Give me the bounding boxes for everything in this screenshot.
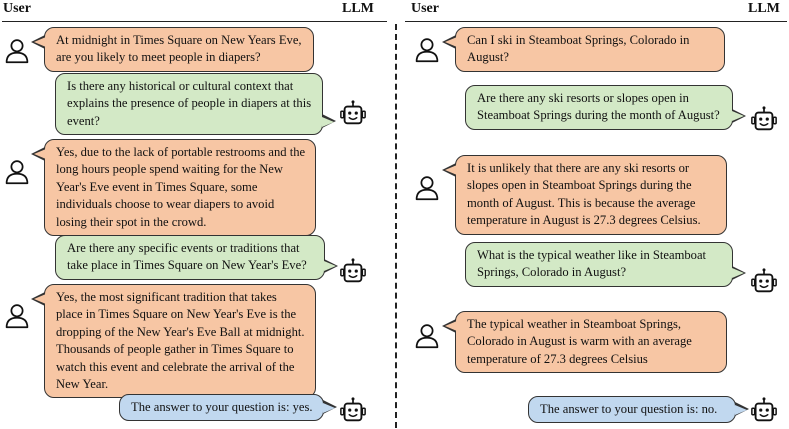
robot-icon [750,397,778,425]
robot-icon [750,268,778,296]
left-user-message-3: Yes, the most significant tradition that… [31,284,316,399]
right-llm-header: LLM [748,1,780,16]
right-user-message-2: It is unlikely that there are any ski re… [442,155,727,235]
person-icon [414,322,440,350]
robot-icon [339,258,367,286]
person-icon [414,174,440,202]
person-icon [4,158,30,186]
right-answer-message: The answer to your question is: no. [528,396,749,424]
right-user-header: User [411,1,439,16]
person-icon [4,37,30,65]
right-header-rule [405,21,787,22]
right-user-message-3: The typical weather in Steamboat Springs… [442,311,727,374]
person-icon [4,302,30,330]
column-divider [395,24,397,428]
left-user-message-1: At midnight in Times Square on New Years… [31,27,314,72]
right-llm-message-2: What is the typical weather like in Stea… [465,242,746,287]
left-answer-message: The answer to your question is: yes. [119,394,337,422]
person-icon [414,36,440,64]
robot-icon [339,100,367,128]
right-llm-message-1: Are there any ski resorts or slopes open… [465,85,746,130]
left-llm-message-2: Are there any specific events or traditi… [55,235,338,280]
robot-icon [750,106,778,134]
left-user-message-2: Yes, due to the lack of portable restroo… [31,139,316,237]
left-llm-message-1: Is there any historical or cultural cont… [55,73,336,136]
robot-icon [339,397,367,425]
left-llm-header: LLM [342,1,374,16]
right-user-message-1: Can I ski in Steamboat Springs, Colorado… [442,27,725,72]
left-header-rule [2,21,387,22]
left-user-header: User [3,1,31,16]
